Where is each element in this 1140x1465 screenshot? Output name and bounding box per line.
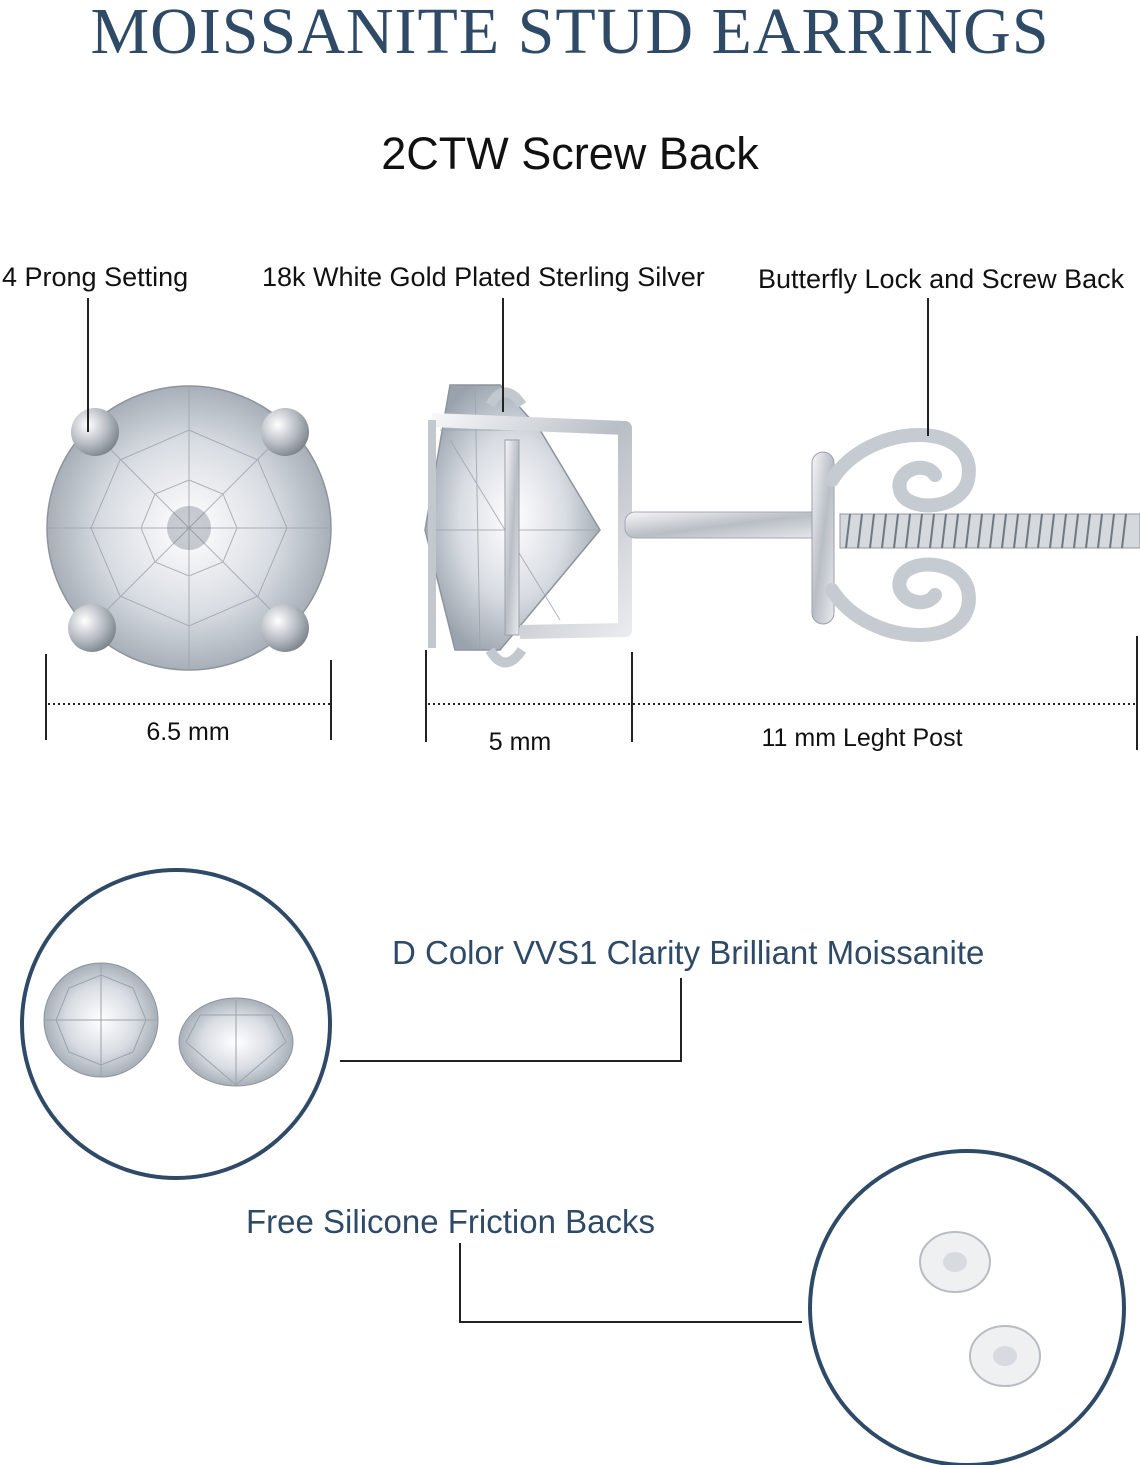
callout-prong: 4 Prong Setting (2, 262, 189, 292)
earring-top-view (46, 385, 332, 671)
prong (68, 604, 116, 652)
feature-silicone-backs: Free Silicone Friction Backs (246, 1203, 655, 1240)
prong (261, 408, 309, 456)
callout-metal: 18k White Gold Plated Sterling Silver (262, 262, 705, 292)
prong (71, 408, 119, 456)
callout-back: Butterfly Lock and Screw Back (758, 264, 1125, 294)
dimension-stone-width: 6.5 mm (146, 718, 230, 746)
moissanite-detail (20, 868, 682, 1180)
product-subtitle: 2CTW Screw Back (381, 128, 759, 179)
dimension-setting-depth: 5 mm (488, 728, 552, 756)
prong (261, 604, 309, 652)
earring-side-view (424, 384, 1140, 668)
page-title: MOISSANITE STUD EARRINGS (90, 0, 1050, 68)
dimension-post-length: 11 mm Leght Post (761, 724, 963, 752)
feature-moissanite: D Color VVS1 Clarity Brilliant Moissanit… (392, 934, 985, 971)
dimension-lines (45, 636, 1138, 750)
callout-leaders (87, 298, 929, 436)
silicone-backs-detail (459, 1149, 1126, 1465)
